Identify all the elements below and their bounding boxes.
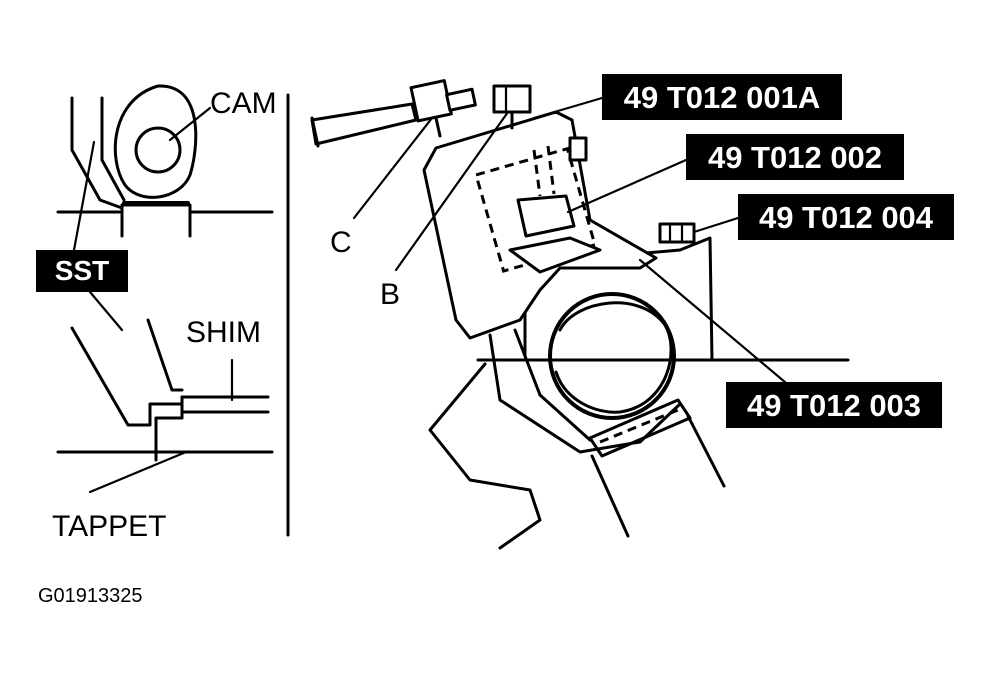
left-detail-panel: CAM SST SHIM TAPPET [36,84,290,543]
tag-part-003-box [726,382,942,428]
sst-tool-lower-right [146,318,184,392]
leader-004 [692,216,740,234]
tool-jaw-002 [516,194,576,238]
cam-leader [168,106,212,142]
tag-part-003-text: 49 T012 003 [747,388,921,423]
tappet-body-step [154,410,184,462]
tag-part-003: 49 T012 003 [726,382,942,428]
tappet-top-block [120,203,192,238]
sst-tool-upper-right [100,96,126,202]
tag-part-004: 49 T012 004 [738,194,954,240]
right-tool-panel: C B 49 T012 001A 49 T012 002 49 T012 004… [310,74,954,550]
screw-c-shank [434,116,442,138]
handle-end [310,116,320,148]
jaw-guide-dash-1 [532,149,542,197]
tool-leg-right [686,414,726,488]
sst-leader-up [72,140,96,252]
leader-001a [532,96,604,120]
figure-id: G01913325 [38,585,143,607]
shim-label: SHIM [186,316,261,349]
sst-leader-down [88,290,124,332]
tappet-leader [88,450,188,494]
tool-leg-left [590,454,630,538]
tag-part-001a-box [602,74,842,120]
leader-c [352,116,434,220]
cam-label: CAM [210,87,277,120]
tag-part-001a: 49 T012 001A [602,74,842,120]
shim-press-pad-dashes [599,408,679,444]
screw-c-nut [409,79,453,123]
label-c: C [330,226,352,259]
tool-base-plate [508,236,602,274]
camshaft-inner [554,301,673,414]
sst-tool-upper-left [70,96,124,210]
leader-003 [638,258,794,390]
leader-002 [566,158,688,214]
tag-part-001a-text: 49 T012 001A [624,80,820,115]
camshaft-journal [548,292,676,420]
sst-tag [36,250,128,292]
tag-part-002-text: 49 T012 002 [708,140,882,175]
label-b: B [380,278,400,311]
tag-part-004-box [738,194,954,240]
cam-shaft-circle [134,126,182,174]
handle-shaft [310,102,418,146]
tag-part-002: 49 T012 002 [686,134,904,180]
jaw-guide-dash-2 [546,145,556,195]
tool-arm-inner [513,328,592,442]
tappet-label: TAPPET [52,510,166,543]
tag-part-002-box [686,134,904,180]
head-casting-outline [428,362,542,550]
tool-arm-lower [488,333,682,454]
screw-c-collar [445,87,477,112]
bolt-b-hex [492,84,532,114]
leader-b [394,110,510,272]
bolt-004-head [658,222,696,244]
sst-label: SST [55,255,109,286]
tag-part-004-text: 49 T012 004 [759,200,934,235]
sst-tool-lower-left [70,326,184,427]
side-knob [568,136,588,162]
cam-lobe [113,84,198,199]
